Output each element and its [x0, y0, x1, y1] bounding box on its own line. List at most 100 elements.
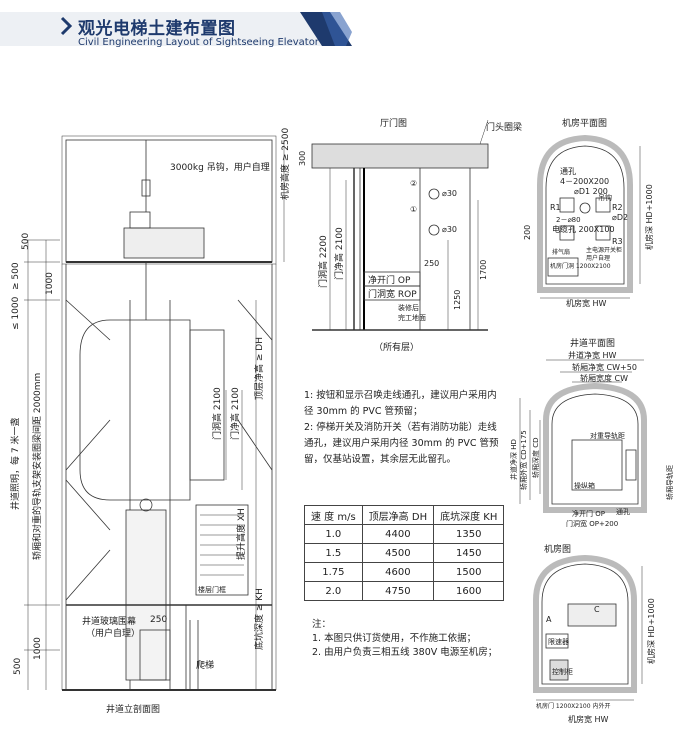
shaft-bracket-note: 井道照明，每 7 米一盏 — [9, 418, 21, 510]
header-banner — [0, 12, 352, 46]
limiter: 限速器 — [548, 637, 569, 646]
finish-floor-2: 完工地面 — [398, 313, 426, 322]
car-inner: 轿厢深度 CD — [531, 437, 540, 478]
car-clear: 轿厢宽度 CW — [580, 373, 628, 383]
car-rail: 轿厢导轨距 — [665, 465, 674, 500]
dim-300: 300 — [298, 151, 307, 166]
dim-250: 250 — [424, 259, 439, 268]
table-cell: 2.0 — [304, 581, 363, 601]
lighting-switch: 用户自理 — [586, 254, 610, 262]
door-clear-height: 门净高 2100 — [333, 227, 345, 280]
car-width: 轿厢净宽 CW+50 — [572, 362, 637, 372]
vent-hole: 通孔 — [616, 507, 630, 516]
elev-door: 机房门 1200X2100 内外开 — [536, 702, 610, 710]
all-floors: （所有层） — [374, 341, 419, 353]
table-row: 1.0 4400 1350 — [304, 524, 505, 544]
shaft-width: 井道净宽 HW — [568, 350, 617, 360]
elev-width: 机房宽 HW — [568, 714, 609, 724]
table-header-row: 速 度 m/s 顶层净高 DH 底坑深度 KH — [304, 505, 505, 525]
marker-2: ② — [410, 179, 417, 188]
notes: 1: 按钮和显示召唤走线通孔，建议用户采用内径 30mm 的 PVC 管预留； … — [304, 388, 504, 468]
table-cell: 1600 — [433, 581, 505, 601]
dim-1700: 1700 — [479, 260, 488, 280]
vent-size: 4－200X200 — [560, 177, 609, 186]
dim-1000-bottom: 1000 — [33, 637, 43, 660]
machine-elev-title: 机房图 — [544, 543, 571, 555]
vent-fan: 排气扇 — [552, 248, 570, 256]
hook-label: 3000kg 吊钩，用户自理 — [170, 161, 270, 173]
page-title: 观光电梯土建布置图 — [78, 19, 236, 39]
floor-door-label: 楼层门框 — [198, 585, 226, 594]
remarks-title: 注： — [312, 619, 332, 630]
buffer-250: 250 — [150, 615, 167, 625]
label-a: A — [546, 615, 552, 624]
note-2: 2: 停梯开关及消防开关（若有消防功能）走线通孔，建议用户采用内径 30mm 的… — [304, 422, 499, 465]
glass-curtain-sub: （用户自理） — [86, 627, 140, 639]
r2: R2 — [612, 203, 623, 212]
table-cell: 4400 — [361, 524, 435, 544]
travel-height: 提升高度 XH — [235, 508, 247, 560]
section-caption: 井道立剖面图 — [106, 703, 160, 715]
table-cell: 1.5 — [304, 543, 363, 563]
top-clearance: 顶层净高 ≥ DH — [253, 337, 265, 400]
rail-bracket-note: 轿厢和对重的导轨支架安装圈梁间距 2000mm — [31, 373, 43, 560]
machine-width: 机房宽 HW — [566, 298, 607, 308]
table-cell: 1.0 — [304, 524, 363, 544]
speed-table: 速 度 m/s 顶层净高 DH 底坑深度 KH 1.0 4400 1350 1.… — [304, 505, 505, 601]
door-hole: 门洞宽 OP+200 — [566, 519, 618, 528]
remarks: 注： 1. 本图只供订货使用，不作施工依据； 2. 由用户负责三相五线 380V… — [312, 618, 497, 660]
dim-500-top: 500 — [21, 233, 31, 250]
door-clear: 净开门 OP — [572, 509, 605, 518]
clear-height: 门净高 2100 — [229, 387, 241, 440]
machine-depth: 机房深 HD+1000 — [644, 184, 654, 250]
cw-rail: 对重导轨距 — [590, 431, 625, 440]
dim-1000-left: ≤ 1000 — [11, 296, 21, 330]
door-open-height: 门洞高 2100 — [211, 387, 223, 440]
hole-2-phi: ⌀30 — [442, 189, 457, 198]
label-c: C — [594, 605, 600, 614]
hole-small: 2－⌀80 — [556, 216, 581, 224]
elev-depth: 机房深 HD+1000 — [646, 598, 656, 664]
dim-1250: 1250 — [453, 290, 462, 310]
cable-hole: 电缆孔 200X100 — [552, 224, 615, 234]
marker-1: ① — [410, 205, 417, 214]
r3: R3 — [612, 237, 623, 246]
beam-label: 门头圈梁 — [486, 121, 522, 133]
r1: R1 — [550, 203, 561, 212]
glass-curtain: 井道玻璃围幕 — [82, 615, 136, 627]
control: 操纵箱 — [574, 481, 595, 490]
hole-1-phi: ⌀30 — [442, 225, 457, 234]
controller: 控制柜 — [552, 667, 573, 676]
table-header: 底坑深度 KH — [433, 505, 505, 525]
table-row: 1.5 4500 1450 — [304, 543, 505, 563]
dim-500-left: ≥ 500 — [11, 262, 21, 290]
ladder-label: 爬梯 — [196, 659, 214, 671]
table-cell: 1350 — [433, 524, 505, 544]
table-row: 2.0 4750 1600 — [304, 581, 505, 601]
machine-room-height: 机房高度 ≥ 2500 — [279, 128, 291, 200]
page-subtitle: Civil Engineering Layout of Sightseeing … — [78, 37, 319, 48]
d2: ⌀D2 — [612, 213, 628, 222]
table-header: 顶层净高 DH — [361, 505, 435, 525]
note-1: 1: 按钮和显示召唤走线通孔，建议用户采用内径 30mm 的 PVC 管预留； — [304, 390, 497, 417]
remark-1: 1. 本图只供订货使用，不作施工依据； — [312, 633, 477, 644]
table-cell: 1500 — [433, 562, 505, 582]
hook-plan: 吊钩 — [598, 193, 612, 202]
table-header: 速 度 m/s — [304, 505, 363, 525]
machine-plan-title: 机房平面图 — [562, 117, 607, 129]
table-row: 1.75 4600 1500 — [304, 562, 505, 582]
vent: 通孔 — [560, 166, 576, 176]
table-cell: 4600 — [361, 562, 435, 582]
table-cell: 1450 — [433, 543, 505, 563]
open-height: 门洞高 2200 — [317, 235, 329, 288]
clear-width: 净开门 OP — [368, 274, 411, 286]
hole-d1: ⌀D1 200 — [574, 187, 608, 196]
hole-width: 门洞宽 ROP — [368, 288, 417, 300]
car-depth: 轿厢外宽 CD+175 — [519, 430, 528, 490]
hall-door-title: 厅门图 — [380, 117, 407, 129]
